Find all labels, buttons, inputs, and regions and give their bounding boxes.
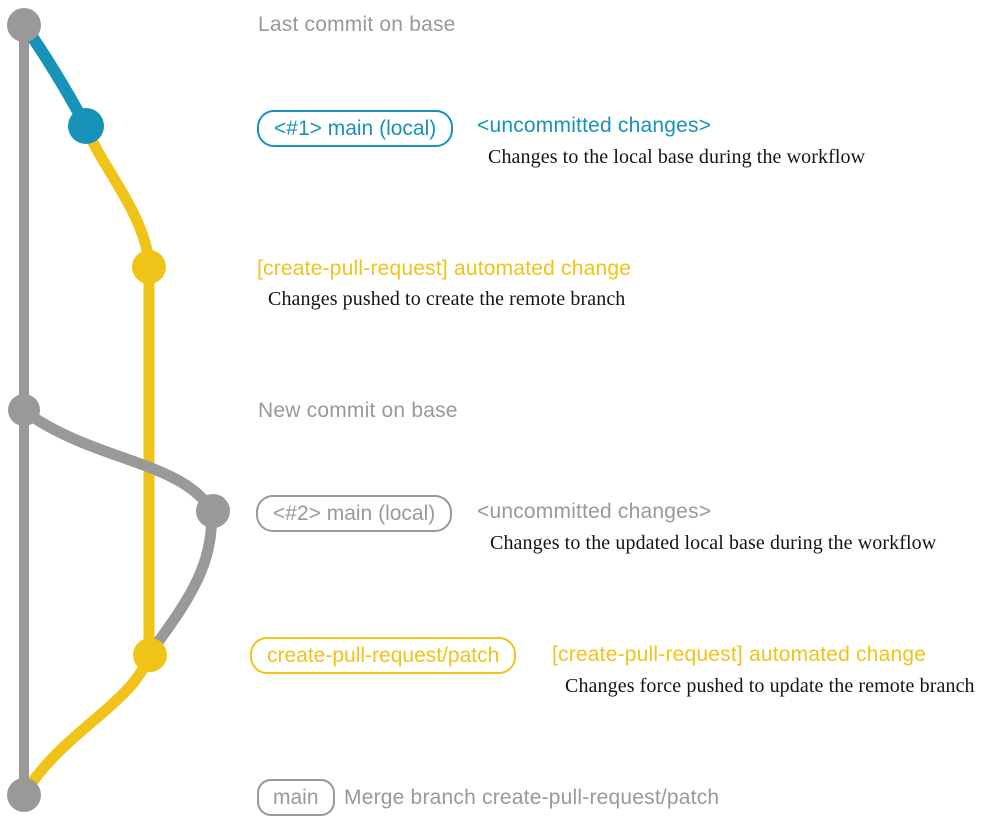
commit-dot-merge: [7, 778, 41, 812]
label-merge-message: Merge branch create-pull-request/patch: [344, 786, 720, 809]
commit-dot-automated-1: [132, 250, 166, 284]
heading-automated-change-1: [create-pull-request] automated change: [257, 257, 632, 280]
heading-automated-change-2: [create-pull-request] automated change: [552, 643, 927, 666]
branch-pill-main-label: main: [273, 785, 319, 809]
branch-pill-create-pull-request-patch-label: create-pull-request/patch: [267, 643, 500, 667]
desc-pushed-create-remote: Changes pushed to create the remote bran…: [268, 288, 626, 310]
commit-dot-local-main-2: [196, 494, 230, 528]
branch-pill-main-local-1: <#1> main (local): [257, 110, 454, 147]
commit-dot-automated-2: [133, 638, 167, 672]
desc-updated-local-base-changes: Changes to the updated local base during…: [490, 532, 937, 554]
branch-pill-main: main: [257, 779, 335, 816]
desc-force-pushed-update-remote: Changes force pushed to update the remot…: [565, 675, 975, 697]
branch-pill-main-local-2-label: <#2> main (local): [273, 501, 436, 525]
branch-pill-create-pull-request-patch: create-pull-request/patch: [250, 637, 517, 674]
commit-dot-local-main-1: [68, 108, 104, 144]
label-new-commit-on-base: New commit on base: [258, 399, 458, 422]
branch-pill-main-local-2: <#2> main (local): [256, 495, 453, 532]
branch-pill-main-local-1-label: <#1> main (local): [274, 116, 437, 140]
commit-dot-last-base: [7, 8, 41, 42]
label-last-commit-on-base: Last commit on base: [258, 13, 456, 36]
status-uncommitted-changes-1: <uncommitted changes>: [477, 114, 712, 137]
commit-dot-new-base: [8, 394, 40, 426]
desc-local-base-changes: Changes to the local base during the wor…: [488, 146, 866, 168]
updated-base-curve: [18, 405, 217, 658]
status-uncommitted-changes-2: <uncommitted changes>: [477, 500, 712, 523]
